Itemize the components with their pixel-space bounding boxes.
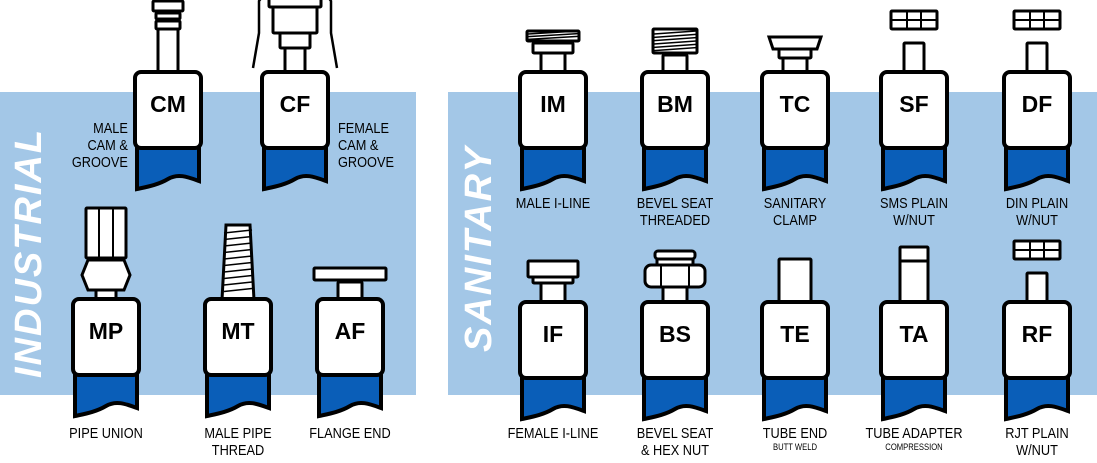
- fitting-cf: CF: [245, 0, 345, 193]
- fitting-code: BS: [659, 321, 691, 347]
- fitting-drawing: [760, 257, 830, 422]
- fitting-df: DF: [987, 0, 1087, 193]
- label-line: FEMALE: [338, 120, 390, 137]
- label-line: & HEX NUT: [640, 442, 709, 459]
- fitting-label: BEVEL SEAT& HEX NUT: [607, 425, 743, 459]
- label-line: PIPE UNION: [69, 425, 143, 442]
- fitting-drawing: [133, 0, 203, 192]
- label-line: THREADED: [639, 212, 711, 229]
- fitting-code: CM: [150, 91, 186, 117]
- label-line: RJT PLAIN: [1005, 425, 1069, 442]
- fitting-code: TA: [899, 321, 929, 347]
- fitting-drawing: [518, 29, 588, 192]
- fitting-label: MALE I-LINE: [485, 195, 621, 212]
- fitting-drawing: [640, 249, 710, 422]
- fitting-tc: TC: [745, 0, 845, 193]
- fitting-drawing: [1002, 239, 1072, 422]
- fitting-code: IF: [542, 321, 564, 347]
- label-line: TUBE ADAPTER: [865, 425, 963, 442]
- fitting-te: TE: [745, 203, 845, 423]
- fitting-code: MT: [221, 318, 255, 344]
- fitting-drawing: [1002, 9, 1072, 192]
- fitting-drawing: [312, 266, 388, 419]
- fitting-code: CF: [279, 91, 311, 117]
- fitting-drawing: [203, 223, 273, 419]
- fitting-code: IM: [540, 91, 566, 117]
- label-line: TUBE END: [762, 425, 828, 442]
- fitting-drawing: [71, 206, 141, 419]
- fitting-code: RF: [1021, 321, 1053, 347]
- fitting-label: FEMALE I-LINE: [485, 425, 621, 442]
- label-line: MALE: [93, 120, 128, 137]
- fitting-im: IM: [503, 0, 603, 193]
- fitting-drawing: [879, 245, 949, 422]
- label-line: SMS PLAIN: [879, 195, 949, 212]
- fitting-drawing: [760, 35, 830, 192]
- label-line: BEVEL SEAT: [636, 195, 714, 212]
- label-line: BEVEL SEAT: [636, 425, 714, 442]
- label-line: W/NUT: [1016, 212, 1058, 229]
- label-line: CAM &: [87, 137, 128, 154]
- fitting-bs: BS: [625, 203, 725, 423]
- fitting-drawing: [251, 0, 339, 192]
- fitting-code: MP: [88, 318, 124, 344]
- label-line: FLANGE END: [309, 425, 391, 442]
- label-line: W/NUT: [1016, 442, 1058, 459]
- fitting-mt: MT: [188, 200, 288, 420]
- label-line: MALE I-LINE: [515, 195, 591, 212]
- fitting-sf: SF: [864, 0, 964, 193]
- fitting-code: AF: [334, 318, 366, 344]
- label-line: CLAMP: [773, 212, 817, 229]
- label-line: W/NUT: [893, 212, 935, 229]
- label-line: CAM &: [338, 137, 379, 154]
- label-line: THREAD: [211, 442, 265, 459]
- label-line: SANITARY: [763, 195, 827, 212]
- fitting-if: IF: [503, 203, 603, 423]
- label-line: MALE PIPE: [204, 425, 272, 442]
- sanitary-heading: SANITARY: [458, 145, 500, 352]
- fitting-drawing: [879, 9, 949, 192]
- fitting-drawing: [518, 259, 588, 422]
- industrial-heading: INDUSTRIAL: [8, 127, 50, 378]
- fitting-ta: TA: [864, 203, 964, 423]
- fitting-drawing: [640, 27, 710, 192]
- fitting-rf: RF: [987, 203, 1087, 423]
- fitting-mp: MP: [56, 200, 156, 420]
- label-line: GROOVE: [72, 154, 128, 171]
- label-subtext: COMPRESSION: [885, 442, 943, 452]
- label-line: FEMALE I-LINE: [507, 425, 599, 442]
- fitting-label: PIPE UNION: [38, 425, 174, 442]
- fitting-code: TE: [780, 321, 810, 347]
- fitting-cm: CM: [118, 0, 218, 193]
- label-subtext: BUTT WELD: [772, 442, 818, 452]
- label-line: DIN PLAIN: [1005, 195, 1069, 212]
- fitting-code: SF: [899, 91, 929, 117]
- label-line: GROOVE: [338, 154, 394, 171]
- fitting-label: FLANGE END: [282, 425, 418, 442]
- fitting-bm: BM: [625, 0, 725, 193]
- fitting-code: TC: [779, 91, 811, 117]
- fitting-code: DF: [1021, 91, 1053, 117]
- fitting-af: AF: [300, 200, 400, 420]
- fitting-code: BM: [657, 91, 693, 117]
